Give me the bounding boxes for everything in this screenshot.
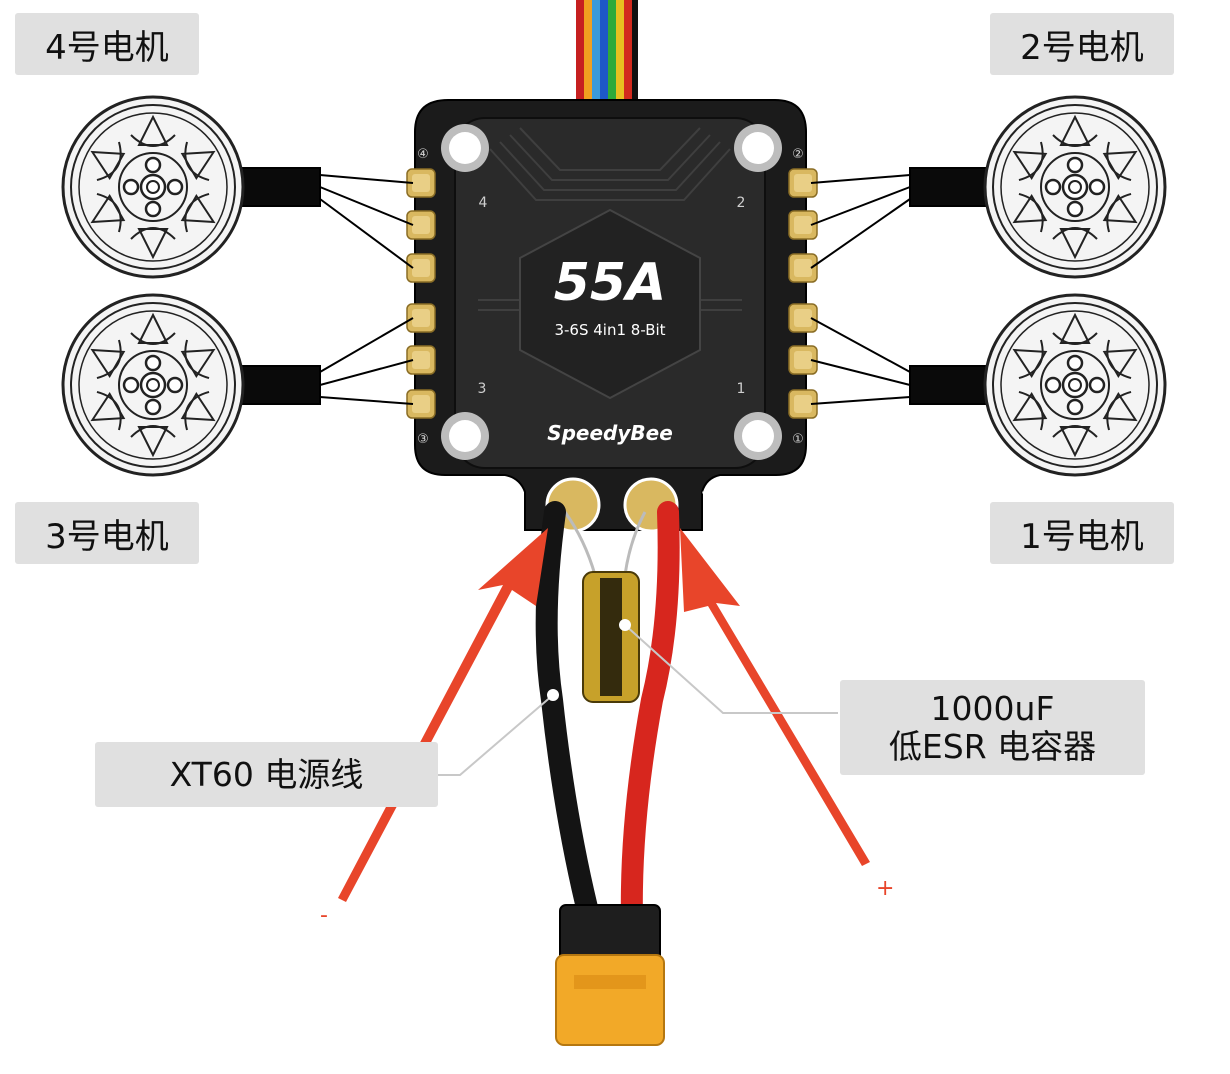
motor-4-label: 4号电机: [15, 13, 199, 75]
esc-board: 55A 3-6S 4in1 8-Bit SpeedyBee 4 2 3 1 ④ …: [406, 99, 818, 533]
motor-2: [983, 95, 1167, 279]
pad-number-1: ①: [792, 432, 804, 447]
pad-number-4: ④: [417, 147, 429, 162]
positive-arrow: [680, 528, 870, 866]
motor-1-label: 1号电机: [990, 502, 1174, 564]
motor-2-board-number: 2: [737, 195, 746, 211]
negative-sign: -: [320, 903, 328, 928]
mounting-hole: [441, 124, 489, 172]
pad-number-2: ②: [792, 147, 804, 162]
positive-sign: +: [876, 876, 895, 901]
motor-4-board-number: 4: [479, 195, 488, 211]
mounting-hole: [441, 412, 489, 460]
capacitor-callout: 1000uF 低ESR 电容器: [840, 680, 1145, 775]
callout-leaders: [438, 619, 838, 776]
esc-hexagon: [519, 208, 701, 400]
motor-3-board-number: 3: [478, 381, 487, 397]
motor-1-board-number: 1: [737, 381, 746, 397]
xt60-connector: [555, 904, 665, 1046]
pad-number-3: ③: [417, 432, 429, 447]
capacitor-description: 低ESR 电容器: [888, 726, 1097, 766]
motor-3-label: 3号电机: [15, 502, 199, 564]
esc-current-rating: 55A: [554, 253, 667, 313]
motor-wires: [237, 167, 993, 405]
positive-wire: [620, 501, 680, 931]
power-lead-callout: XT60 电源线: [95, 742, 438, 807]
capacitor: [563, 511, 647, 703]
negative-arrow: [338, 528, 548, 902]
motor-1: [983, 293, 1167, 477]
polarity-arrows: [338, 528, 870, 902]
mounting-hole: [734, 412, 782, 460]
negative-wire: [535, 501, 601, 931]
capacitor-value: 1000uF: [930, 688, 1055, 728]
esc-brand-logo: SpeedyBee: [547, 421, 673, 445]
positive-pad-symbol: +: [700, 482, 715, 503]
signal-harness: [576, 0, 638, 120]
negative-pad-symbol: −: [505, 482, 520, 503]
motor-4: [61, 95, 245, 279]
esc-spec-text: 3-6S 4in1 8-Bit: [554, 321, 665, 339]
motor-3: [61, 293, 245, 477]
motor-2-label: 2号电机: [990, 13, 1174, 75]
mounting-hole: [734, 124, 782, 172]
